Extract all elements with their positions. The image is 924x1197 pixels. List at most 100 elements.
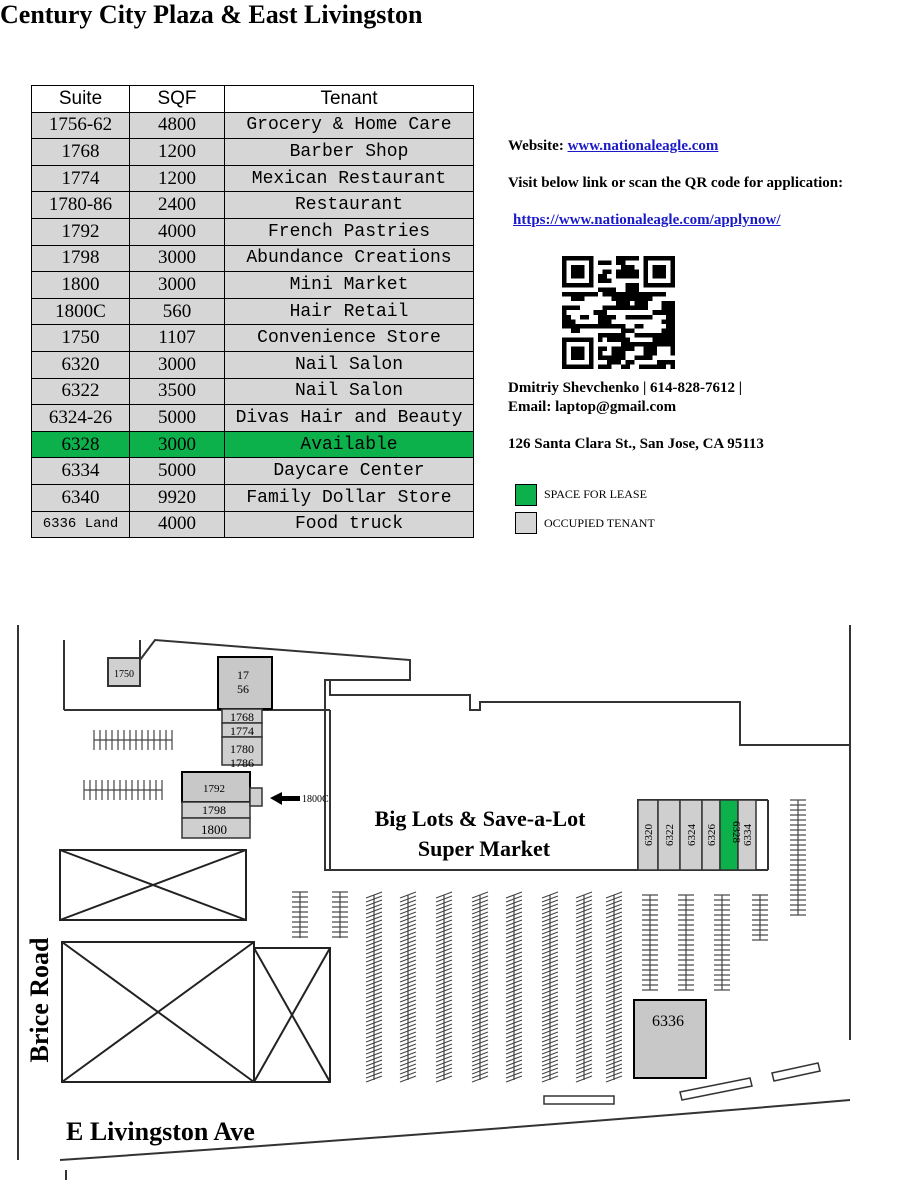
cell-sqf: 4800	[129, 111, 225, 140]
cell-tenant: Daycare Center	[224, 457, 474, 485]
cell-tenant: Available	[224, 430, 474, 459]
unit-1800-label: 1800	[201, 822, 227, 837]
table-header-row: Suite SQF Tenant	[31, 85, 474, 113]
road-label-brice: Brice Road	[25, 937, 54, 1062]
unit-1800c	[249, 787, 263, 807]
cell-sqf: 2400	[129, 191, 225, 219]
cell-sqf: 560	[129, 297, 225, 326]
cell-suite: 6334	[31, 457, 130, 485]
cell-tenant: Restaurant	[224, 191, 474, 219]
legend-for-lease-label: SPACE FOR LEASE	[544, 487, 647, 501]
website-link[interactable]: www.nationaleagle.com	[567, 138, 719, 154]
cell-suite: 1792	[31, 217, 130, 246]
cell-sqf: 1200	[129, 138, 225, 166]
cell-suite: 1780-86	[31, 191, 130, 219]
cell-tenant: Food truck	[224, 510, 474, 539]
cell-tenant: Divas Hair and Beauty	[224, 404, 474, 432]
cell-tenant: Family Dollar Store	[224, 483, 474, 512]
header-sqf: SQF	[129, 85, 225, 113]
unit-1750-label: 1750	[114, 669, 134, 680]
unit-1792	[181, 771, 251, 803]
unit-1774-label: 1774	[230, 724, 254, 738]
cell-sqf: 3000	[129, 350, 225, 379]
unit-6334	[737, 799, 757, 871]
cell-suite: 6340	[31, 483, 130, 512]
legend-occupied-swatch	[515, 512, 537, 534]
unit-1756-label-b: 56	[237, 682, 249, 696]
unit-6336-land	[633, 999, 707, 1079]
cell-sqf: 9920	[129, 483, 225, 512]
contact-line-2: Email: laptop@gmail.com	[508, 399, 677, 415]
arrow-1800c-icon	[270, 792, 300, 805]
cell-tenant: French Pastries	[224, 217, 474, 246]
cell-suite: 1800C	[31, 297, 130, 326]
cell-sqf: 5000	[129, 457, 225, 485]
visit-text: Visit below link or scan the QR code for…	[508, 175, 844, 191]
cell-suite: 6320	[31, 350, 130, 379]
website-line: Website: www.nationaleagle.com	[508, 138, 718, 155]
anchor-tenant-label-2: Super Market	[418, 836, 551, 861]
cell-suite: 6328	[31, 430, 130, 459]
address-text: 126 Santa Clara St., San Jose, CA 95113	[508, 436, 764, 452]
building-outlines	[17, 625, 851, 1160]
site-plan-map: 1750 17 56 1768 1774 1780 1786 1792 1798…	[17, 625, 851, 1180]
cell-sqf: 4000	[129, 510, 225, 539]
cell-sqf: 3000	[129, 244, 225, 273]
unit-1756-label-a: 17	[237, 668, 249, 682]
contact-line-1: Dmitriy Shevchenko | 614-828-7612 |	[508, 380, 743, 396]
curb-islands	[543, 1062, 821, 1105]
cell-suite: 6324-26	[31, 404, 130, 432]
apply-link[interactable]: https://www.nationaleagle.com/applynow/	[513, 212, 781, 228]
unit-6326-label: 6326	[706, 824, 718, 847]
unit-1768-label: 1768	[230, 710, 254, 724]
unit-1800c-label: 1800C	[302, 794, 329, 805]
cell-suite: 1774	[31, 164, 130, 193]
cell-sqf: 4000	[129, 217, 225, 246]
unit-6322-label: 6322	[664, 824, 676, 846]
cell-tenant: Convenience Store	[224, 324, 474, 352]
unit-1780-label: 1780	[230, 742, 254, 756]
cell-sqf: 1107	[129, 324, 225, 352]
legend-for-lease-swatch	[515, 484, 537, 506]
cell-tenant: Mini Market	[224, 271, 474, 299]
cell-tenant: Nail Salon	[224, 377, 474, 406]
cell-suite: 1800	[31, 271, 130, 299]
unit-1780-86	[221, 736, 263, 766]
unit-6336-label: 6336	[652, 1013, 684, 1030]
cell-sqf: 1200	[129, 164, 225, 193]
qr-code-image[interactable]	[562, 256, 675, 369]
unit-1798-label: 1798	[202, 803, 226, 817]
unit-1800	[181, 817, 251, 839]
cell-suite: 1768	[31, 138, 130, 166]
cell-sqf: 3000	[129, 271, 225, 299]
cell-suite: 1750	[31, 324, 130, 352]
unit-6328-label: 6328	[730, 821, 742, 844]
header-suite: Suite	[31, 85, 130, 113]
cell-tenant: Hair Retail	[224, 297, 474, 326]
legend-occupied-label: OCCUPIED TENANT	[544, 516, 655, 530]
apply-line: https://www.nationaleagle.com/applynow/	[513, 212, 781, 229]
cell-sqf: 5000	[129, 404, 225, 432]
road-edge	[59, 1099, 851, 1161]
empty-lots	[59, 849, 331, 1083]
cell-suite: 1756-62	[31, 111, 130, 140]
unit-1792-label: 1792	[203, 783, 225, 795]
unit-6334-label: 6334	[742, 824, 754, 847]
cell-tenant: Nail Salon	[224, 350, 474, 379]
unit-6320-label: 6320	[643, 824, 655, 847]
road-label-livingston: E Livingston Ave	[66, 1117, 255, 1146]
header-tenant: Tenant	[224, 85, 474, 113]
unit-1786-label: 1786	[230, 756, 254, 770]
